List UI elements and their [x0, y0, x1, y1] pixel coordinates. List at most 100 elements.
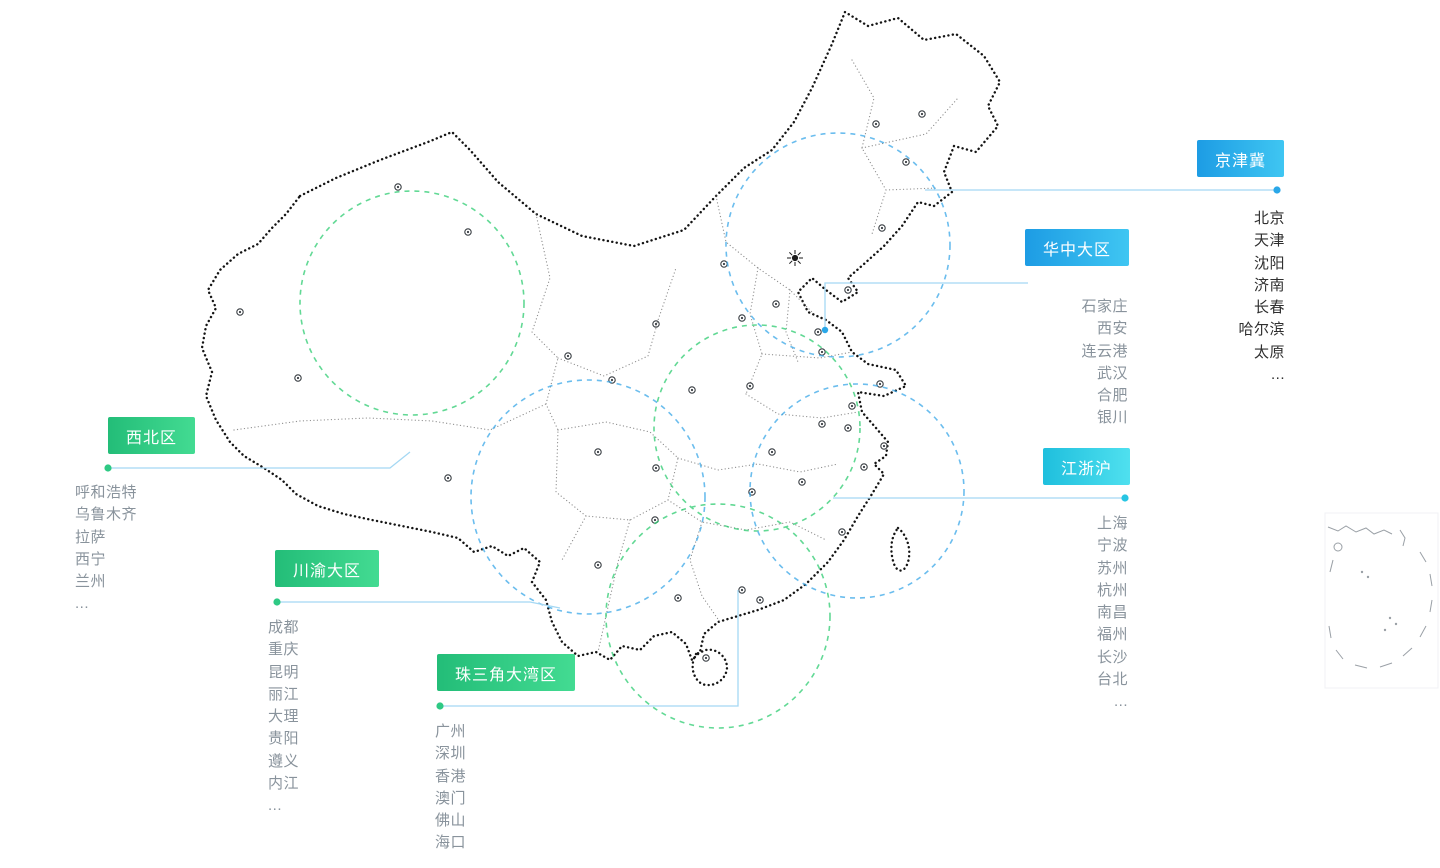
connector-dot-zhusanjiao — [436, 702, 444, 710]
city-item: ... — [1113, 693, 1128, 711]
map-city-marker — [838, 528, 846, 536]
city-item: 石家庄 — [1081, 298, 1128, 315]
city-item: 南昌 — [1096, 604, 1128, 622]
province-borders — [233, 59, 959, 653]
map-city-marker — [294, 374, 302, 382]
inset-nine-dash-line — [1328, 551, 1433, 669]
city-item: 武汉 — [1096, 364, 1128, 382]
map-city-marker — [464, 228, 472, 236]
city-item: 内江 — [268, 775, 300, 793]
map-city-marker — [720, 260, 728, 268]
region-circle-jiangzhehu — [749, 383, 965, 599]
map-city-marker — [594, 448, 602, 456]
connectors — [104, 186, 1281, 710]
city-item: 长春 — [1253, 299, 1285, 317]
city-item: 西安 — [1096, 320, 1128, 338]
hainan-island — [691, 648, 729, 687]
connector-dot-huazhong — [821, 326, 829, 334]
map-city-marker — [878, 224, 886, 232]
city-item: 福州 — [1096, 626, 1128, 644]
city-list-jingjinji: 北京天津沈阳济南长春哈尔滨太原... — [1238, 208, 1285, 386]
region-circle-zhusanjiao — [605, 503, 831, 729]
city-item: 宁波 — [1096, 537, 1128, 555]
map-city-marker — [738, 314, 746, 322]
map-city-marker — [688, 386, 696, 394]
city-item: 香港 — [435, 767, 467, 785]
city-item: 海口 — [435, 834, 467, 852]
city-item: 济南 — [1253, 276, 1285, 294]
map-city-marker — [902, 158, 910, 166]
city-list-xibei: 呼和浩特乌鲁木齐拉萨西宁兰州... — [75, 482, 137, 616]
city-list-zhusanjiao: 广州深圳香港澳门佛山海口... — [435, 721, 466, 868]
city-item: 深圳 — [435, 745, 467, 763]
map-city-marker — [818, 348, 826, 356]
map-city-marker — [652, 464, 660, 472]
city-item: 成都 — [268, 619, 300, 636]
city-list-jiangzhehu: 上海宁波苏州杭州南昌福州长沙台北... — [1097, 513, 1128, 714]
connector-xibei — [108, 451, 411, 469]
map-city-marker — [746, 382, 754, 390]
connector-dot-jingjinji — [1273, 186, 1281, 194]
region-circles — [299, 132, 965, 729]
map-city-marker — [594, 561, 602, 569]
city-item: 合肥 — [1096, 387, 1128, 405]
map-city-marker — [444, 474, 452, 482]
region-tag-jiangzhehu[interactable]: 江浙沪 — [1043, 448, 1131, 485]
region-tag-zhusanjiao[interactable]: 珠三角大湾区 — [437, 654, 576, 691]
city-item: 大理 — [268, 708, 300, 726]
map-city-marker — [756, 596, 764, 604]
connector-dot-jiangzhehu — [1121, 494, 1129, 502]
city-item: 遵义 — [268, 752, 300, 770]
map-city-marker — [702, 654, 710, 662]
inset-coastline — [1327, 525, 1393, 535]
city-item: 连云港 — [1081, 342, 1128, 360]
city-item: 乌鲁木齐 — [75, 506, 138, 524]
region-tag-huazhong[interactable]: 华中大区 — [1025, 229, 1130, 266]
city-item: 银川 — [1096, 409, 1128, 427]
map-city-marker — [872, 120, 880, 128]
city-list-huazhong: 石家庄西安连云港武汉合肥银川 — [1081, 296, 1128, 430]
inset-islands — [1360, 570, 1398, 632]
city-item: 兰州 — [75, 573, 107, 591]
city-item: 哈尔滨 — [1238, 321, 1285, 339]
connector-chuanyu — [277, 601, 561, 609]
inset-taiwan — [1399, 529, 1406, 547]
city-item: 上海 — [1096, 515, 1128, 532]
connector-dot-chuanyu — [273, 598, 281, 606]
region-tag-xibei[interactable]: 西北区 — [108, 417, 196, 454]
city-item: 澳门 — [435, 789, 467, 807]
map-city-marker — [918, 110, 926, 118]
city-item: 重庆 — [268, 641, 300, 659]
city-item: 长沙 — [1096, 648, 1128, 666]
city-item: 台北 — [1096, 671, 1128, 689]
city-list-chuanyu: 成都重庆昆明丽江大理贵阳遵义内江... — [268, 617, 299, 818]
city-item: 丽江 — [268, 685, 300, 703]
connector-zhusanjiao — [440, 590, 739, 707]
china-border — [200, 10, 1002, 687]
city-item: 昆明 — [268, 663, 300, 681]
city-item: 太原 — [1253, 343, 1285, 361]
region-circle-chuanyu — [470, 379, 706, 615]
city-item: ... — [435, 856, 450, 868]
city-item: 广州 — [435, 723, 467, 740]
region-circle-huazhong — [653, 324, 861, 532]
city-item: 贵阳 — [268, 730, 300, 748]
south-china-sea-inset — [1324, 512, 1439, 689]
region-tag-chuanyu[interactable]: 川渝大区 — [275, 550, 380, 587]
capital-star-icon — [787, 250, 803, 266]
map-city-marker — [860, 463, 868, 471]
map-city-marker — [844, 286, 852, 294]
map-city-marker — [818, 420, 826, 428]
city-item: 北京 — [1253, 210, 1285, 227]
region-tag-jingjinji[interactable]: 京津冀 — [1197, 140, 1285, 177]
city-item: ... — [268, 797, 283, 815]
map-city-marker — [564, 352, 572, 360]
taiwan-island — [890, 526, 911, 572]
region-circle-jingjinji — [725, 132, 951, 358]
map-city-markers — [236, 110, 926, 662]
map-city-marker — [738, 586, 746, 594]
connector-dot-xibei — [104, 464, 112, 472]
map-city-marker — [768, 448, 776, 456]
